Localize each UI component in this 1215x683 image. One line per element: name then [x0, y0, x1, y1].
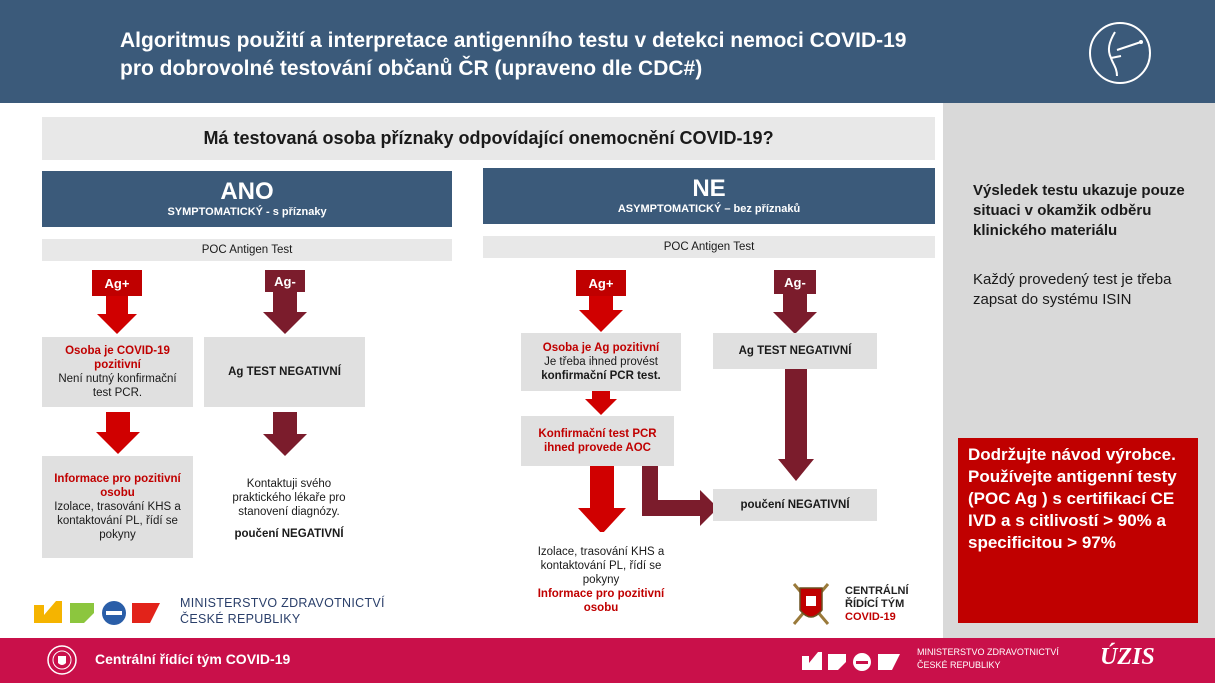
crt-logo-line1: CENTRÁLNÍ	[845, 585, 909, 597]
ano-neg-arrow-1	[263, 292, 307, 334]
ne-pos-arrow-1	[579, 296, 623, 332]
ne-neg-arrow-2	[778, 369, 814, 481]
ne-positive-box: Osoba je Ag pozitivní Je třeba ihned pro…	[521, 333, 681, 391]
crt-logo-line3: COVID-19	[845, 611, 896, 623]
ne-negative-box: Ag TEST NEGATIVNÍ	[713, 333, 877, 369]
ano-info-box: Informace pro pozitivní osobu Izolace, t…	[42, 456, 193, 558]
footer-ministry-line1: MINISTERSTVO ZDRAVOTNICTVÍ	[917, 647, 1059, 657]
right-bold-note: Výsledek testu ukazuje pouze situaci v o…	[973, 182, 1185, 239]
ano-negative-box: Ag TEST NEGATIVNÍ	[204, 337, 365, 407]
ne-positive-bold: konfirmační PCR test.	[541, 370, 661, 382]
ne-positive-title: Osoba je Ag pozitivní	[542, 342, 660, 354]
ne-final-title: Informace pro pozitivní osobu	[537, 588, 665, 614]
ne-poc-test: POC Antigen Test	[483, 236, 935, 258]
right-note: Každý provedený test je třeba zapsat do …	[973, 271, 1172, 308]
ano-header: ANO SYMPTOMATICKÝ - s příznaky	[42, 171, 452, 227]
footer-text: Centrální řídící tým COVID-19	[95, 651, 291, 667]
ano-neg-arrow-2	[263, 412, 307, 456]
footer-uzis-logo: ÚZIS	[1100, 644, 1155, 670]
warning-box: Dodržujte návod výrobce. Používejte anti…	[958, 438, 1198, 623]
footer-bar: Centrální řídící tým COVID-19 MINISTERST…	[0, 638, 1215, 683]
ano-title: ANO	[220, 178, 274, 205]
ne-header: NE ASYMPTOMATICKÝ – bez příznaků	[483, 168, 935, 224]
title-line-2: pro dobrovolné testování občanů ČR (upra…	[120, 57, 703, 80]
question-bar: Má testovaná osoba příznaky odpovídající…	[42, 117, 935, 160]
crt-seal-icon	[47, 645, 77, 675]
ne-negative-result-box: poučení NEGATIVNÍ	[713, 489, 877, 521]
ne-pos-arrow-3	[578, 466, 626, 534]
ano-contact-box: Kontaktuji svého praktického lékaře pro …	[215, 468, 363, 550]
header-banner: Algoritmus použití a interpretace antige…	[0, 0, 1215, 103]
ano-info-title: Informace pro pozitivní osobu	[54, 473, 181, 499]
ano-pos-arrow-1	[97, 296, 137, 334]
ano-contact-result: poučení NEGATIVNÍ	[234, 528, 344, 540]
ano-positive-box: Osoba je COVID-19 pozitivní Není nutný k…	[42, 337, 193, 407]
ano-positive-title: Osoba je COVID-19 pozitivní	[65, 345, 170, 371]
ne-final-text: Izolace, trasování KHS a kontaktování PL…	[537, 546, 665, 586]
ne-neg-arrow-1	[773, 294, 817, 334]
ministry-logo-line2: ČESKÉ REPUBLIKY	[180, 612, 301, 626]
ne-pcr-text: Konfirmační test PCR ihned provede AOC	[538, 428, 657, 454]
ano-subtitle: SYMPTOMATICKÝ - s příznaky	[167, 206, 327, 218]
ne-pos-arrow-2	[585, 391, 617, 415]
nasal-swab-icon	[1089, 22, 1151, 84]
title-line-1: Algoritmus použití a interpretace antige…	[120, 29, 907, 52]
ano-pos-arrow-2	[96, 412, 140, 454]
ne-subtitle: ASYMPTOMATICKÝ – bez příznaků	[617, 203, 801, 215]
ano-positive-text: Není nutný konfirmační test PCR.	[58, 373, 177, 399]
crt-emblem-icon	[792, 583, 830, 625]
ano-poc-test: POC Antigen Test	[42, 239, 452, 261]
ano-contact-text: Kontaktuji svého praktického lékaře pro …	[232, 478, 346, 518]
ne-ag-negative-tag: Ag-	[774, 270, 816, 294]
ministry-logo-line1: MINISTERSTVO ZDRAVOTNICTVÍ	[180, 596, 385, 610]
ano-ag-positive-tag: Ag+	[92, 270, 142, 296]
ano-ag-negative-tag: Ag-	[265, 270, 305, 292]
footer-ministry-line2: ČESKÉ REPUBLIKY	[917, 660, 1001, 670]
ne-ag-positive-tag: Ag+	[576, 270, 626, 296]
ne-positive-text: Je třeba ihned provést	[544, 356, 658, 368]
ne-pcr-box: Konfirmační test PCR ihned provede AOC	[521, 416, 674, 466]
ano-info-text: Izolace, trasování KHS a kontaktování PL…	[54, 501, 181, 541]
crt-logo-line2: ŘÍDÍCÍ TÝM	[845, 598, 905, 610]
ne-final-box: Izolace, trasování KHS a kontaktování PL…	[521, 532, 681, 628]
footer-ministry-logo-icon	[802, 652, 900, 671]
pcr-to-negative-arrow	[642, 466, 718, 526]
ne-title: NE	[692, 175, 726, 202]
ministry-logo-icon	[34, 601, 160, 625]
